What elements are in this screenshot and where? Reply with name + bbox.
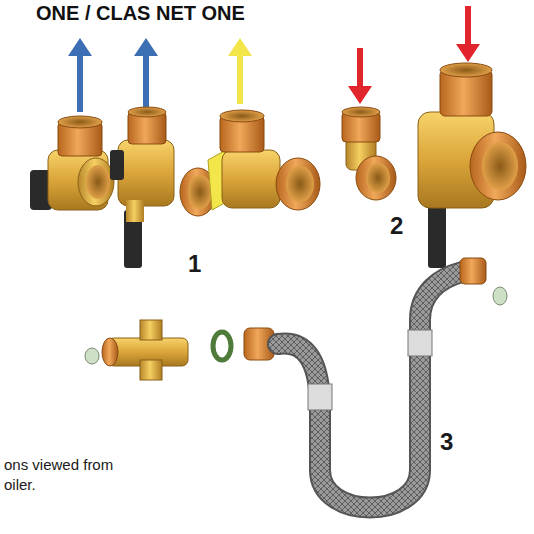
note-text: oiler.	[4, 476, 36, 493]
flexible-hose	[278, 258, 507, 508]
valve	[208, 110, 320, 210]
elbow-fitting	[342, 107, 396, 200]
note-text: ons viewed from	[4, 456, 113, 473]
valve	[30, 116, 114, 210]
callout-number: 3	[440, 428, 453, 456]
callout-number: 2	[390, 212, 403, 240]
title: ONE / CLAS NET ONE	[36, 2, 245, 25]
valve	[418, 63, 526, 268]
valve	[110, 107, 216, 268]
callout-number: 1	[188, 250, 201, 278]
tee-fitting	[85, 320, 274, 380]
